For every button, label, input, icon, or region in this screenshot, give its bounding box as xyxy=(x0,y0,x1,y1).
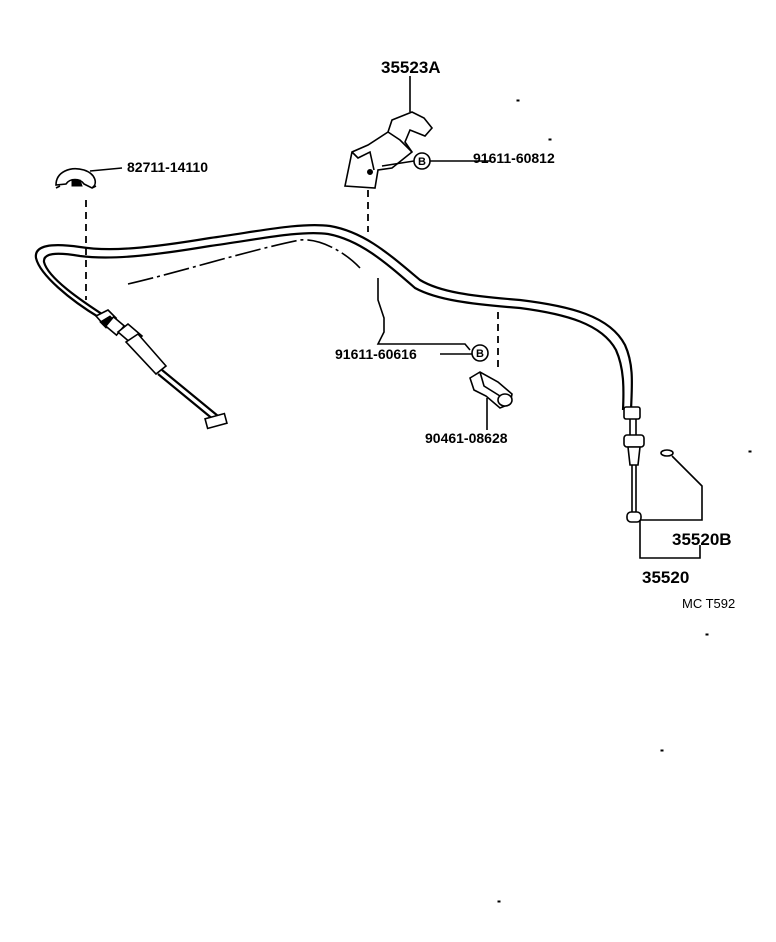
label-91611-60616: 91611-60616 xyxy=(335,346,417,362)
leader-lines xyxy=(89,76,703,559)
bracket-35523a xyxy=(344,111,434,189)
label-90461-08628: 90461-08628 xyxy=(425,430,508,446)
accelerator-cable-housing xyxy=(34,223,633,411)
clamp-90461-08628 xyxy=(469,371,513,409)
svg-text:B: B xyxy=(418,156,426,168)
bolt-91611-60616: B xyxy=(471,344,489,362)
cable-right-end xyxy=(623,406,645,523)
clamp-82711-14110 xyxy=(55,168,97,189)
label-91611-60812: 91611-60812 xyxy=(473,150,555,166)
scan-specks xyxy=(497,99,752,903)
diagram-reference: MC T592 xyxy=(682,596,736,611)
label-35523a: 35523A xyxy=(381,58,441,77)
svg-text:B: B xyxy=(476,348,484,360)
label-35520b: 35520B xyxy=(672,530,732,549)
label-35520: 35520 xyxy=(642,568,690,587)
bolt-91611-60812: B xyxy=(413,152,431,170)
cable-left-end xyxy=(94,309,228,430)
mounting-dashes xyxy=(85,190,499,372)
label-82711-14110: 82711-14110 xyxy=(127,159,208,175)
clip-35520b xyxy=(660,449,674,457)
